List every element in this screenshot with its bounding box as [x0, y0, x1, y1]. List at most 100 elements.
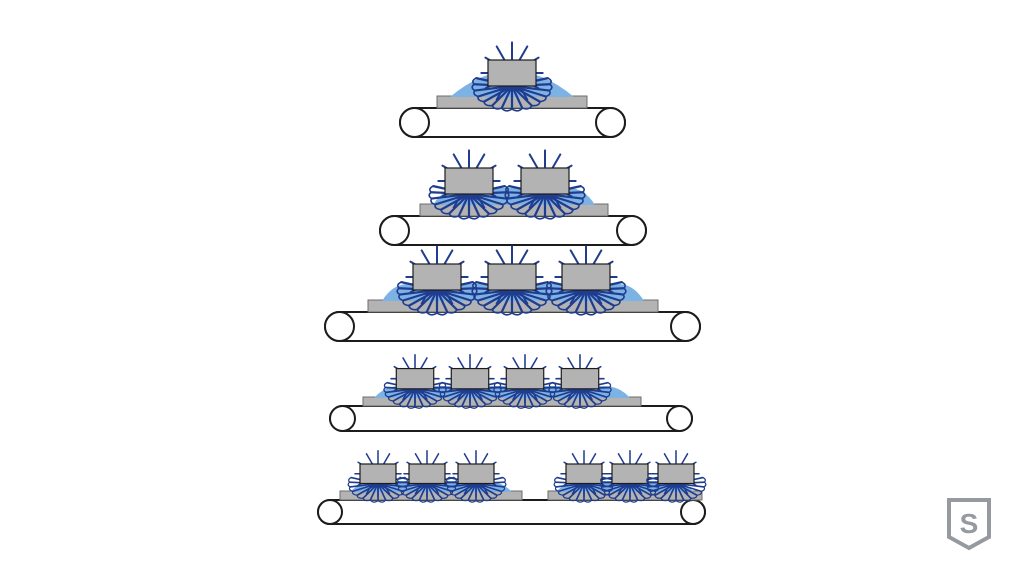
spike-ray: [495, 45, 506, 62]
fan-ray: [510, 288, 547, 302]
fan-scallop-edge: [383, 382, 447, 409]
spike-ray: [567, 357, 576, 370]
spike-ray: [443, 288, 454, 305]
spike-ray: [419, 357, 428, 370]
nozzle-block: [487, 59, 537, 87]
fan-ray: [467, 192, 504, 206]
stage-row-1: [399, 41, 626, 138]
nozzle-block: [457, 463, 495, 485]
roller-left: [399, 107, 430, 138]
fan-ray: [469, 387, 498, 398]
fan-unit: [383, 353, 447, 409]
fan-ray: [654, 482, 677, 497]
fan-ray: [543, 192, 584, 200]
spike-ray: [680, 482, 689, 495]
spike-ray: [518, 288, 529, 305]
fan-unit: [396, 449, 458, 503]
spike-ray: [617, 453, 626, 466]
spike-ray: [584, 357, 593, 370]
spike-ray: [663, 453, 672, 466]
fan-ray: [579, 387, 603, 402]
stage-row-5: [317, 449, 707, 525]
spike-ray: [452, 153, 463, 170]
spike-ray: [382, 453, 391, 466]
spike-ray: [567, 387, 576, 401]
spike-ray: [365, 482, 374, 495]
spike-ray: [443, 249, 454, 266]
fan-unit: [599, 449, 661, 503]
spike-ray: [457, 387, 466, 401]
spike-ray: [480, 453, 489, 466]
fan-ray: [629, 482, 652, 497]
nozzle-block: [487, 263, 537, 291]
spike-ray: [512, 387, 521, 401]
spike-ray: [474, 357, 483, 370]
spike-ray: [617, 482, 626, 495]
spike-ray: [419, 387, 428, 401]
roller-right: [595, 107, 626, 138]
stage-row-2: [379, 149, 647, 246]
brand-logo: S: [944, 496, 994, 552]
stage-row-4: [329, 353, 693, 432]
spike-ray: [420, 288, 431, 305]
fan-ray: [608, 482, 631, 497]
spike-ray: [592, 249, 603, 266]
spike-ray: [588, 453, 597, 466]
spike-ray: [663, 482, 672, 495]
nozzle-block: [412, 263, 462, 291]
fan-ray: [408, 288, 439, 307]
nozzle-block: [560, 367, 600, 390]
spike-ray: [634, 482, 643, 495]
fan-unit: [396, 245, 478, 316]
spike-ray: [529, 387, 538, 401]
brand-logo-icon: S: [947, 498, 991, 551]
nozzle-block: [408, 463, 446, 485]
fan-ray: [543, 192, 580, 206]
conveyor-belt: [329, 405, 693, 432]
spike-ray: [463, 453, 472, 466]
roller-right: [670, 311, 701, 342]
fan-ray: [435, 288, 476, 296]
nozzle-block: [505, 367, 545, 390]
fan-ray: [356, 482, 379, 497]
spike-ray: [518, 84, 529, 101]
fan-ray: [557, 387, 581, 402]
fan-ray: [435, 288, 466, 307]
spike-ray: [475, 192, 486, 209]
fan-ray: [579, 387, 608, 398]
fan-ray: [414, 387, 443, 398]
fan-scallop-edge: [493, 382, 557, 409]
spike-ray: [420, 249, 431, 266]
roller-right: [666, 405, 693, 432]
roller-left: [317, 499, 343, 525]
spike-ray: [529, 357, 538, 370]
fan-unit: [347, 449, 409, 503]
fan-ray: [583, 482, 606, 497]
fan-ray: [584, 288, 621, 302]
spike-ray: [518, 45, 529, 62]
fan-unit: [471, 245, 553, 316]
nozzle-block: [359, 463, 397, 485]
fan-ray: [469, 387, 493, 402]
fan-ray: [467, 192, 508, 200]
spike-ray: [571, 453, 580, 466]
spike-ray: [495, 249, 506, 266]
fan-ray: [502, 387, 526, 402]
spike-ray: [512, 357, 521, 370]
fan-ray: [524, 387, 548, 402]
conveyor-belt: [379, 215, 647, 246]
spike-ray: [414, 453, 423, 466]
spike-ray: [495, 84, 506, 101]
fan-ray: [629, 482, 657, 493]
spike-ray: [495, 288, 506, 305]
fan-ray: [435, 288, 472, 302]
spike-ray: [457, 357, 466, 370]
fan-unit: [545, 245, 627, 316]
roller-left: [329, 405, 356, 432]
fan-ray: [426, 482, 449, 497]
fan-scallop-edge: [347, 477, 409, 503]
spike-ray: [431, 482, 440, 495]
fan-unit: [504, 149, 586, 220]
